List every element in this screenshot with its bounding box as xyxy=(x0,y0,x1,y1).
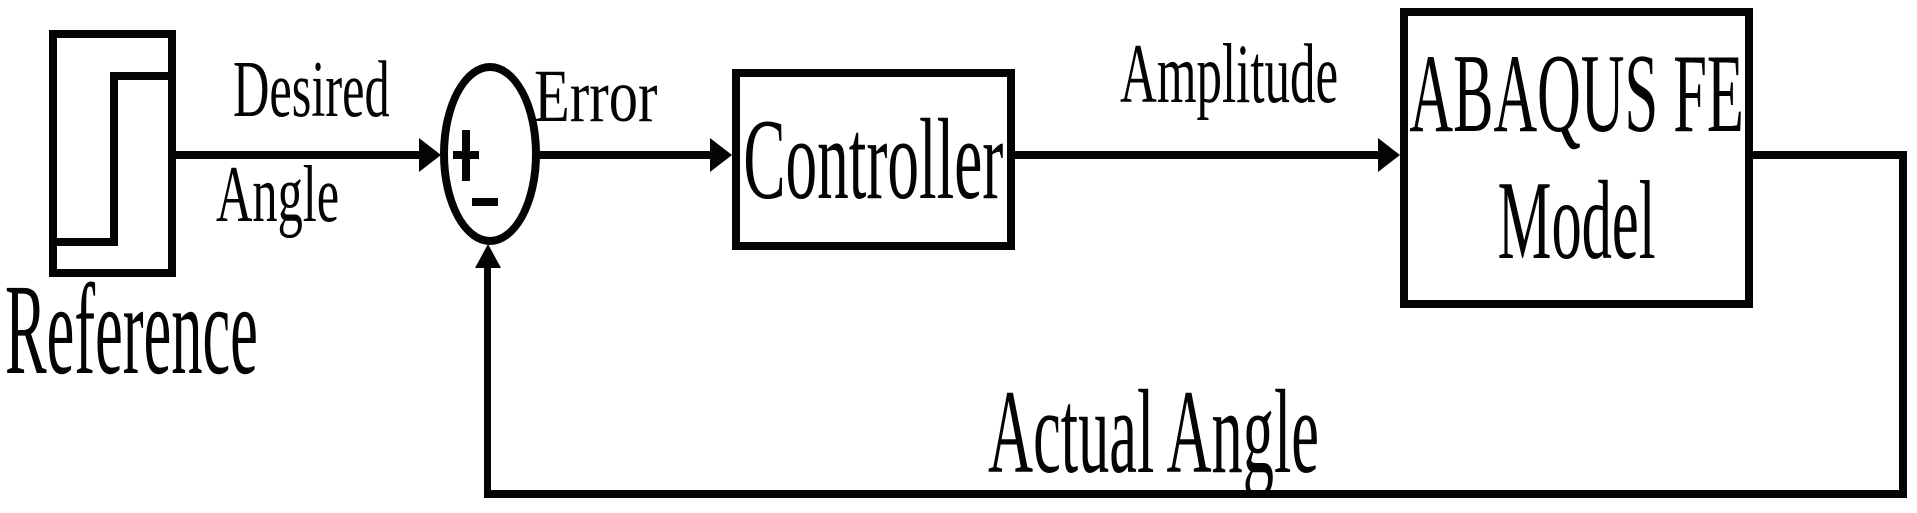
fe-model-label: ABAQUS FE Model xyxy=(1409,31,1743,284)
error-label: Error xyxy=(534,55,658,138)
desired-angle-line xyxy=(176,151,421,159)
fe-model-label-line1: ABAQUS FE xyxy=(1409,32,1744,157)
desired-angle-arrowhead-icon xyxy=(419,138,441,172)
controller-label: Controller xyxy=(743,95,1004,223)
minus-sign-icon xyxy=(472,198,498,206)
error-line xyxy=(538,151,712,159)
feedback-line-right xyxy=(1899,151,1907,498)
reference-source-block xyxy=(49,30,176,277)
plus-sign-icon xyxy=(462,130,470,181)
feedback-line-left xyxy=(484,267,491,498)
feedback-arrowhead-icon xyxy=(475,244,501,268)
fe-model-block: ABAQUS FE Model xyxy=(1400,8,1753,308)
actual-angle-label: Actual Angle xyxy=(988,365,1319,498)
feedback-line-bottom xyxy=(484,490,1907,498)
amplitude-line xyxy=(1013,151,1380,159)
reference-label: Reference xyxy=(5,258,258,402)
fe-model-label-line2: Model xyxy=(1497,159,1656,283)
desired-angle-label-line1: Desired xyxy=(233,46,390,134)
amplitude-label: Amplitude xyxy=(1120,27,1339,121)
desired-angle-label-line2: Angle xyxy=(216,151,340,239)
step-signal-icon xyxy=(57,72,168,246)
feedback-line-top xyxy=(1751,151,1907,159)
error-arrowhead-icon xyxy=(710,138,732,172)
controller-block: Controller xyxy=(732,69,1015,250)
amplitude-arrowhead-icon xyxy=(1378,138,1400,172)
